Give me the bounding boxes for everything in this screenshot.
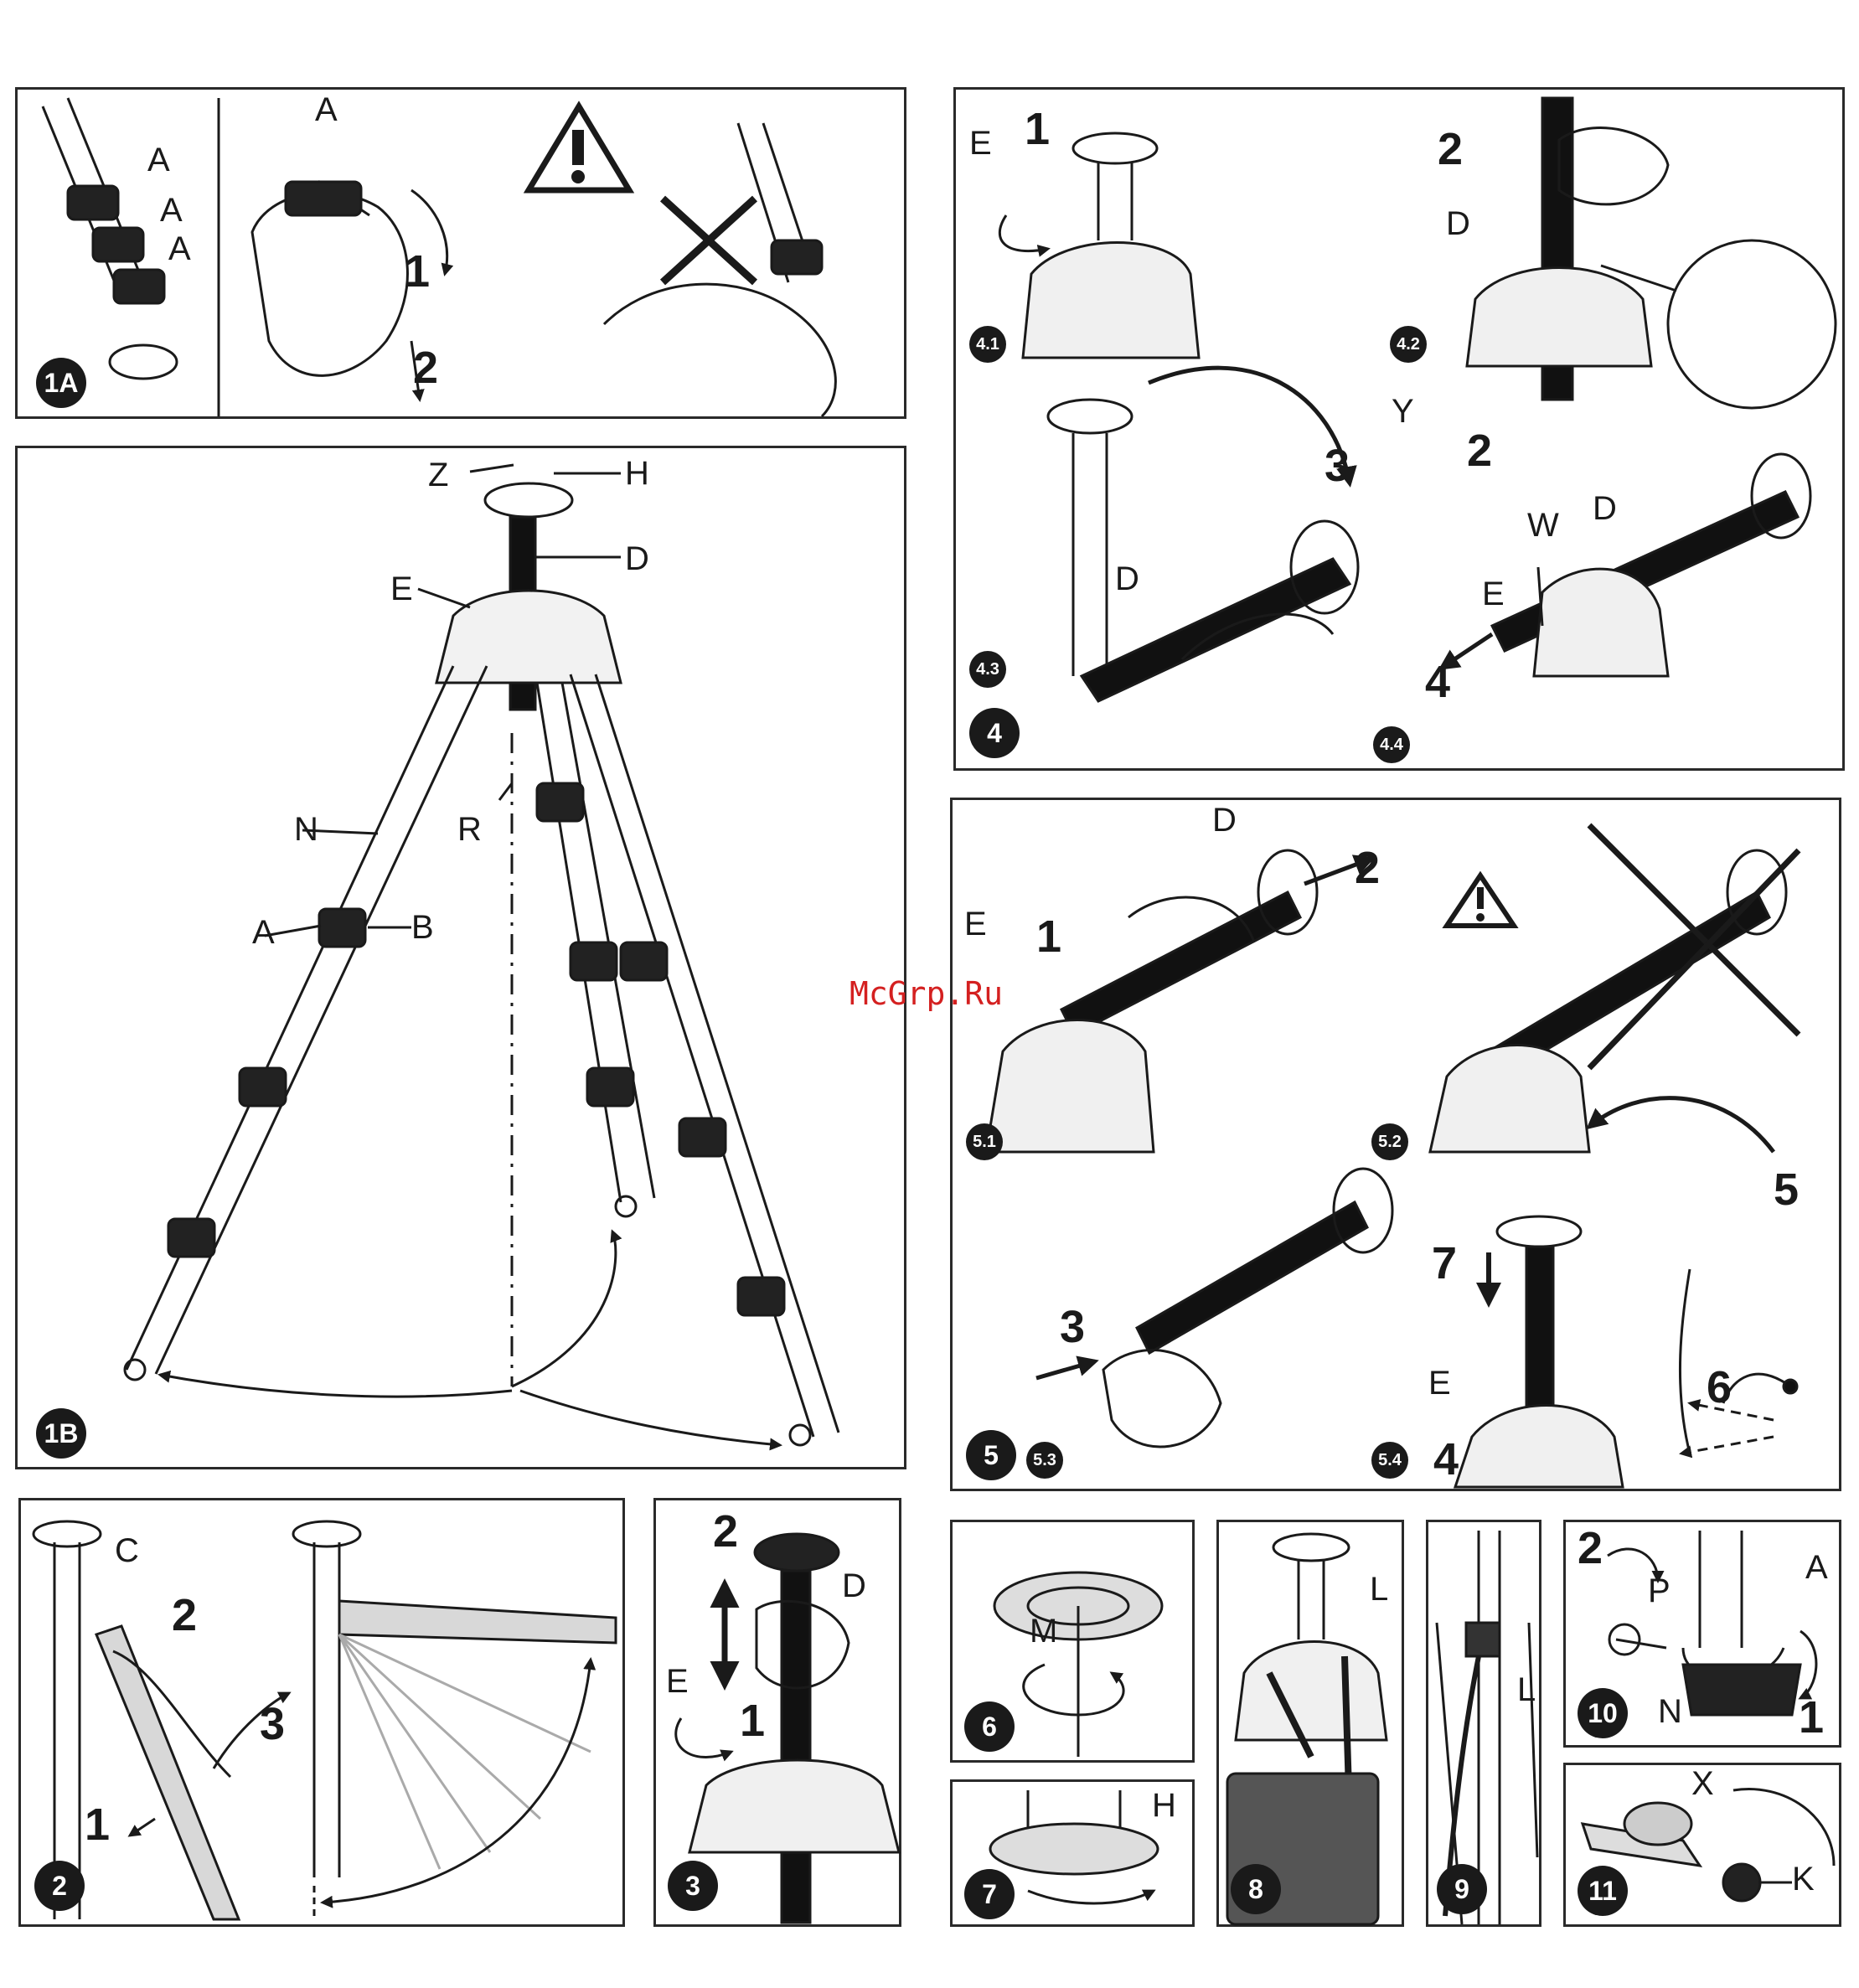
- label-l: L: [1370, 1572, 1388, 1606]
- panel-7: H 7: [950, 1779, 1195, 1927]
- step-badge: 1B: [36, 1408, 86, 1459]
- step-badge: 2: [34, 1861, 85, 1911]
- substep-badge: 4.3: [969, 651, 1006, 688]
- step-number: 2: [413, 345, 438, 390]
- label-e: E: [1428, 1366, 1451, 1400]
- label-a: A: [1805, 1551, 1828, 1584]
- label-h: H: [625, 457, 649, 490]
- step-number: 2: [1438, 127, 1463, 172]
- tripod-illustration: [18, 448, 909, 1472]
- panel-1b: Z H D E N R A B 1B: [15, 446, 906, 1469]
- label-d: D: [1446, 207, 1470, 240]
- label-a: A: [147, 143, 170, 177]
- panel-4: E 1 4.1 2 D 4.2 Y 2 3 D 4.3 4 W D E 4 4.…: [953, 87, 1845, 771]
- step-number: 1: [85, 1802, 110, 1847]
- label-e: E: [666, 1665, 689, 1698]
- step-badge: 8: [1231, 1864, 1281, 1914]
- substep-badge: 4.2: [1390, 326, 1427, 363]
- label-d: D: [842, 1569, 866, 1603]
- panel-9: L 9: [1426, 1520, 1541, 1927]
- label-z: Z: [428, 458, 448, 492]
- label-e: E: [390, 572, 413, 606]
- panel-8: L 8: [1216, 1520, 1404, 1927]
- step-badge: 9: [1437, 1864, 1487, 1914]
- label-a: A: [252, 916, 275, 949]
- step-number: 1: [1036, 914, 1061, 959]
- label-n: N: [294, 813, 318, 846]
- label-a: A: [168, 232, 191, 266]
- label-w: W: [1527, 509, 1559, 542]
- step-badge: 5: [966, 1430, 1016, 1480]
- step-badge: 11: [1578, 1866, 1628, 1916]
- substep-badge: 5.3: [1026, 1442, 1063, 1479]
- step-number: 2: [172, 1593, 197, 1638]
- label-d: D: [1212, 803, 1237, 837]
- step-badge: 10: [1578, 1688, 1628, 1738]
- step-badge: 4: [969, 708, 1020, 758]
- step-number: 1: [1799, 1695, 1824, 1740]
- watermark: McGrp.Ru: [849, 975, 1003, 1012]
- step-number: 1: [1025, 106, 1050, 152]
- substep-badge: 5.1: [966, 1123, 1003, 1160]
- label-d: D: [625, 542, 649, 576]
- label-a: A: [315, 93, 338, 127]
- panel-10: 2 P A N 1 10: [1563, 1520, 1841, 1748]
- substep-badge: 4.4: [1373, 726, 1410, 763]
- label-e: E: [969, 127, 992, 160]
- step-number: 3: [260, 1701, 285, 1747]
- step-number: 2: [1355, 845, 1380, 891]
- label-p: P: [1648, 1574, 1671, 1608]
- label-k: K: [1792, 1862, 1815, 1896]
- label-a: A: [160, 194, 183, 227]
- panel-11: X K 11: [1563, 1763, 1841, 1927]
- panel-1a-illustration: [18, 90, 909, 421]
- step-badge: 3: [668, 1861, 718, 1911]
- label-r: R: [457, 813, 482, 846]
- step-badge: 7: [964, 1869, 1015, 1919]
- step-number: 2: [1578, 1526, 1603, 1571]
- step-number: 2: [713, 1509, 738, 1554]
- label-b: B: [411, 911, 434, 944]
- step-number: 2: [1467, 428, 1492, 473]
- label-n: N: [1658, 1695, 1682, 1728]
- step-number: 1: [740, 1698, 765, 1743]
- panel-3: 2 D E 1 3: [653, 1498, 901, 1927]
- substep-badge: 5.4: [1371, 1442, 1408, 1479]
- panel-2: C 2 3 1 2: [18, 1498, 625, 1927]
- panel-6: M 6: [950, 1520, 1195, 1763]
- substep-badge: 5.2: [1371, 1123, 1408, 1160]
- label-e: E: [1482, 577, 1505, 611]
- label-c: C: [115, 1534, 139, 1567]
- panel-4-illustration: [956, 90, 1847, 773]
- panel-2-illustration: [21, 1500, 627, 1929]
- step-badge: 1A: [36, 358, 86, 408]
- step-badge: 6: [964, 1701, 1015, 1752]
- step-number: 3: [1060, 1304, 1085, 1350]
- label-m: M: [1030, 1614, 1057, 1648]
- substep-badge: 4.1: [969, 326, 1006, 363]
- step-number: 3: [1325, 443, 1350, 488]
- label-e: E: [964, 907, 987, 941]
- step-number: 4: [1433, 1437, 1459, 1482]
- label-x: X: [1691, 1767, 1714, 1800]
- label-y: Y: [1392, 395, 1414, 428]
- step-number: 1: [405, 249, 430, 294]
- panel-5: D 2 E 1 5.1 5.2 5 7 3 6 E 4 5 5.3 5.4: [950, 798, 1841, 1491]
- panel-9-illustration: [1428, 1522, 1544, 1929]
- step-number: 4: [1425, 659, 1450, 705]
- label-d: D: [1115, 562, 1139, 596]
- panel-1a: A A A A 1 2 1A: [15, 87, 906, 419]
- label-l: L: [1517, 1673, 1536, 1707]
- label-d: D: [1593, 492, 1617, 525]
- label-h: H: [1152, 1789, 1176, 1822]
- step-number: 7: [1432, 1241, 1457, 1286]
- step-number: 5: [1774, 1167, 1799, 1212]
- step-number: 6: [1707, 1365, 1732, 1410]
